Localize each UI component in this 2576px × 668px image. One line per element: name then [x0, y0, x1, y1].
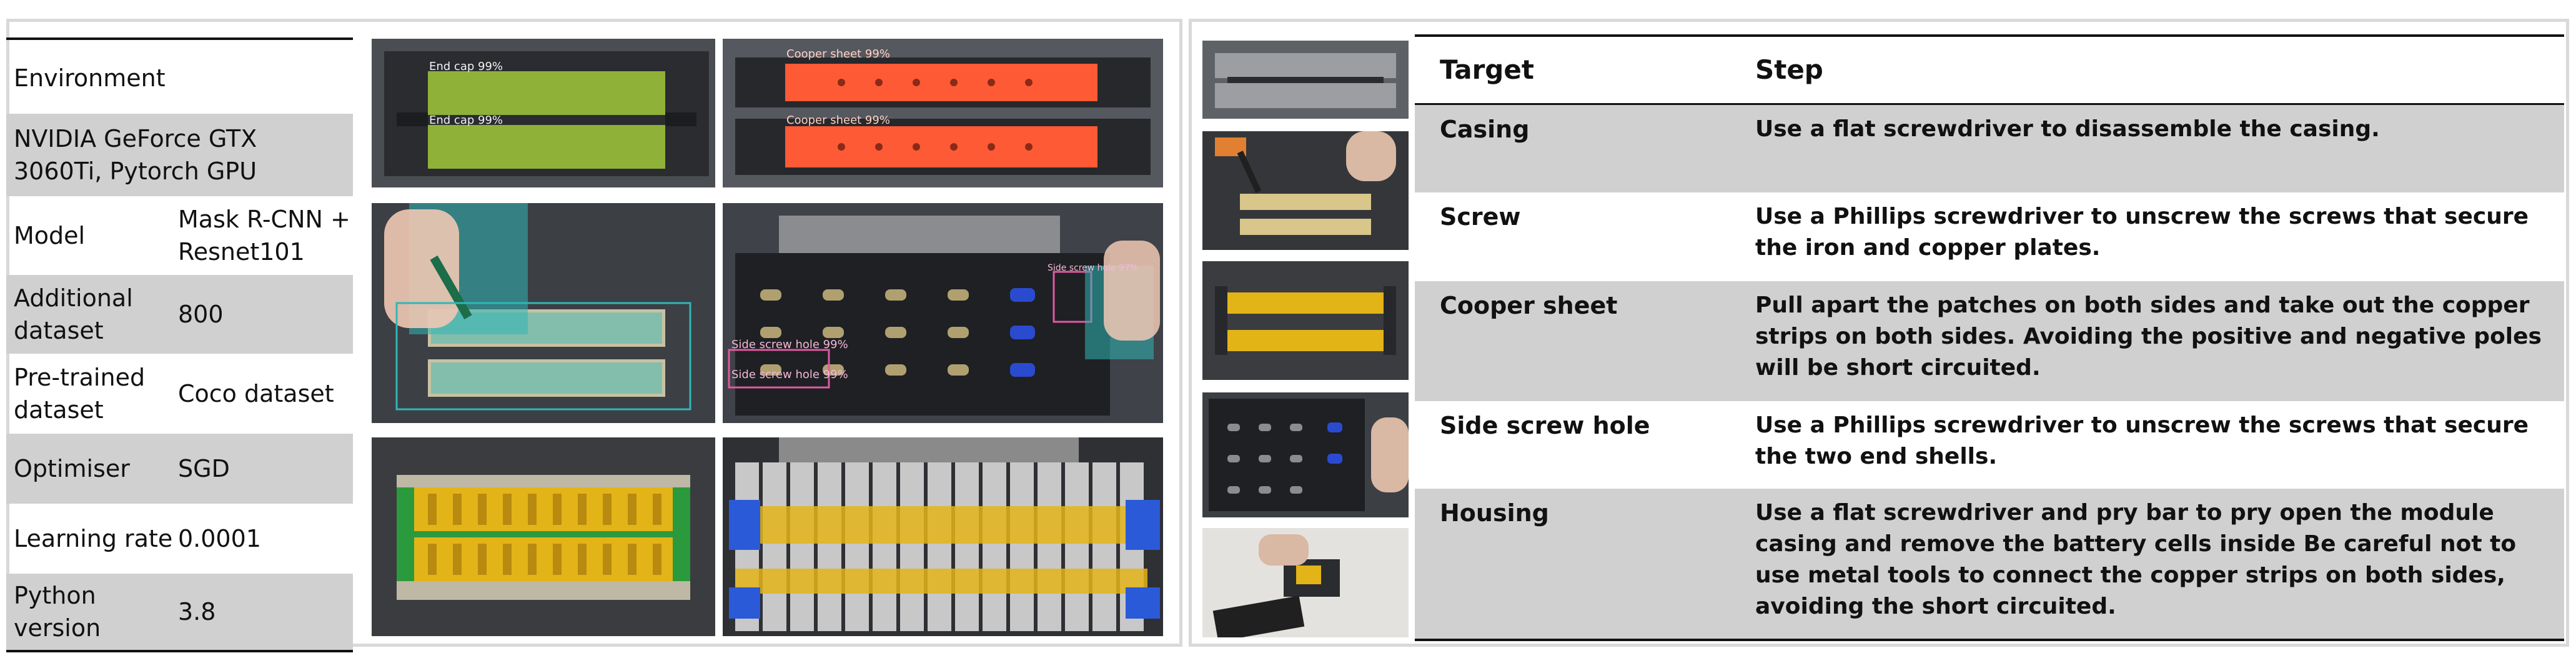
photo-housing [1202, 528, 1409, 637]
detection-label: Side screw hole 99% [731, 368, 848, 381]
env-label: Model [14, 222, 86, 249]
steps-row: Cooper sheet Pull apart the patches on b… [1415, 281, 2564, 401]
steps-row: Housing Use a flat screwdriver and pry b… [1415, 489, 2564, 639]
steps-row: Casing Use a flat screwdriver to disasse… [1415, 105, 2564, 192]
env-value: SGD [178, 455, 230, 482]
table-bottom-rule [6, 650, 353, 652]
env-value: 3.8 [178, 598, 216, 626]
table-top-rule [1415, 34, 2564, 37]
steps-header-row: Target Step [1415, 37, 2564, 103]
step-description: Use a Phillips screwdriver to unscrew th… [1755, 412, 2529, 469]
detection-label: Side screw hole 99% [731, 338, 848, 351]
env-value: Mask R-CNN + Resnet101 [178, 206, 350, 266]
env-row: Optimiser SGD [6, 434, 353, 504]
photo-copper-strips [372, 437, 715, 636]
detection-label: Cooper sheet 99% [786, 47, 890, 61]
env-gpu: NVIDIA GeForce GTX 3060Ti, Pytorch GPU [14, 125, 257, 185]
photo-battery-cells [723, 437, 1163, 636]
photo-cooper-sheet [1202, 261, 1409, 380]
steps-row: Side screw hole Use a Phillips screwdriv… [1415, 401, 2564, 489]
table-bottom-rule [1415, 639, 2564, 641]
table-top-rule [6, 37, 353, 40]
detection-label: End cap 99% [429, 114, 503, 127]
env-row: Additional dataset 800 [6, 275, 353, 354]
env-header-row: Environment [6, 44, 353, 112]
env-value: 800 [178, 301, 224, 328]
env-label: Learning rate [14, 525, 173, 552]
header-rule [1415, 103, 2564, 105]
photo-side-screw-hole-detection: Side screw hole 99% Side screw hole 99% … [723, 203, 1163, 423]
step-description: Pull apart the patches on both sides and… [1755, 292, 2542, 381]
photo-side-screw-hole [1202, 392, 1409, 517]
env-label: Optimiser [14, 455, 130, 482]
step-description: Use a Phillips screwdriver to unscrew th… [1755, 204, 2529, 261]
header-target: Target [1440, 54, 1534, 85]
photo-casing [1202, 41, 1409, 119]
step-target: Casing [1440, 116, 1530, 143]
steps-row: Screw Use a Phillips screwdriver to unsc… [1415, 192, 2564, 281]
detection-label: End cap 99% [429, 60, 503, 73]
env-row: Pre-trained dataset Coco dataset [6, 354, 353, 434]
step-description: Use a flat screwdriver and pry bar to pr… [1755, 500, 2517, 619]
env-value: 0.0001 [178, 525, 261, 552]
detection-label: Side screw hole 97% [1048, 263, 1138, 273]
env-header: Environment [14, 64, 166, 92]
header-step: Step [1755, 54, 1823, 85]
step-description: Use a flat screwdriver to disassemble th… [1755, 116, 2380, 142]
step-target: Side screw hole [1440, 412, 1650, 439]
step-target: Housing [1440, 499, 1549, 527]
env-label: Python version [14, 582, 101, 642]
env-row: Learning rate 0.0001 [6, 504, 353, 574]
step-target: Screw [1440, 203, 1521, 231]
env-label: Pre-trained dataset [14, 364, 146, 424]
photo-end-cap-detection: End cap 99% End cap 99% [372, 39, 715, 187]
detection-label: Cooper sheet 99% [786, 114, 890, 127]
env-label: Additional dataset [14, 284, 133, 344]
step-target: Cooper sheet [1440, 292, 1618, 319]
photo-screw [1202, 131, 1409, 250]
env-row: Python version 3.8 [6, 574, 353, 650]
env-value: Coco dataset [178, 380, 334, 407]
photo-screw-detection [372, 203, 715, 423]
photo-cooper-sheet-detection: Cooper sheet 99% Cooper sheet 99% [723, 39, 1163, 187]
env-gpu-row: NVIDIA GeForce GTX 3060Ti, Pytorch GPU [6, 114, 353, 196]
env-row: Model Mask R-CNN + Resnet101 [6, 196, 353, 275]
